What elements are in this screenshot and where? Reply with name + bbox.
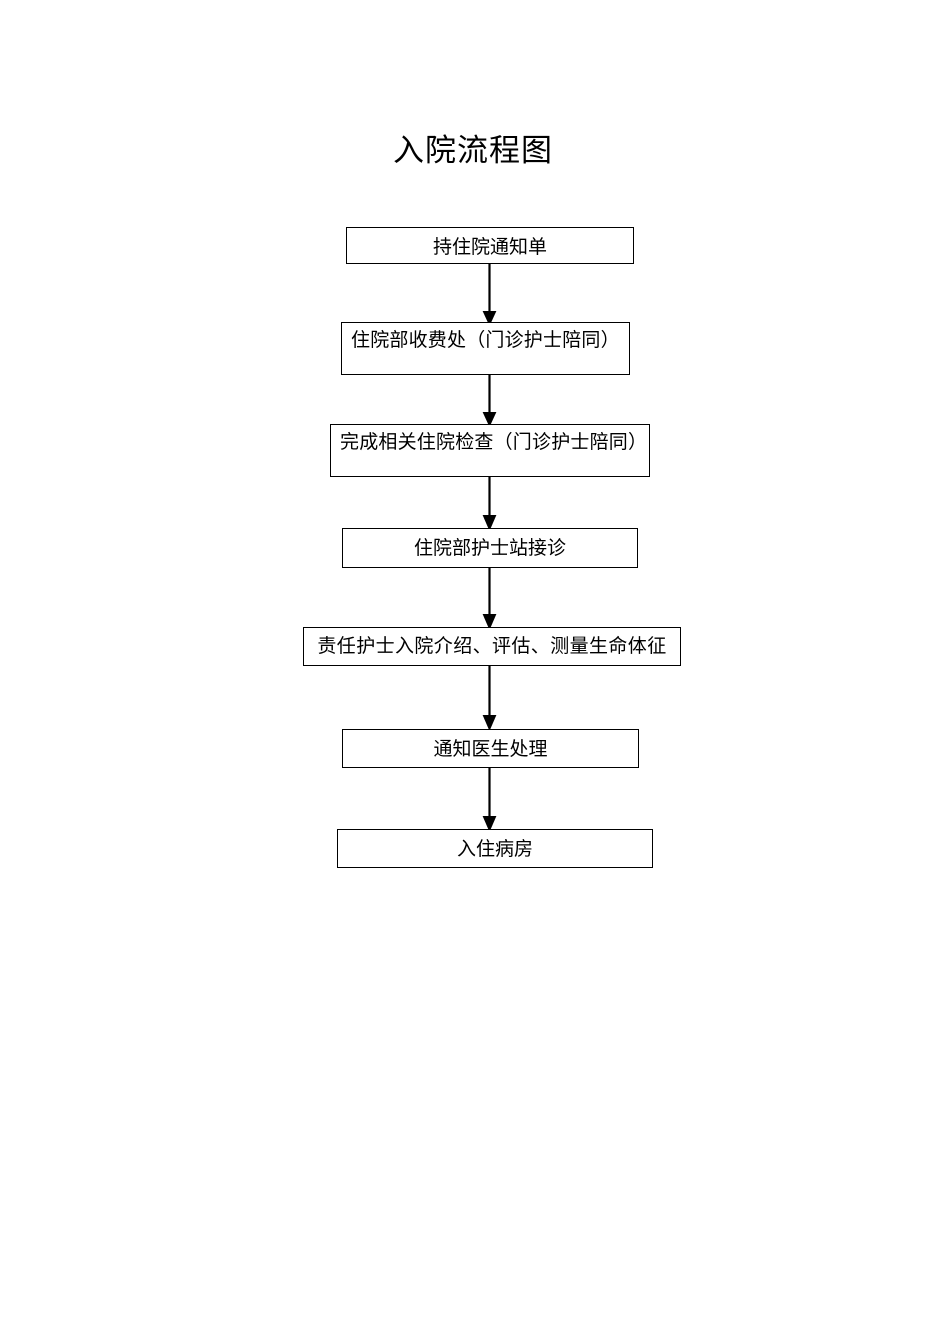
page-title: 入院流程图 xyxy=(0,128,950,174)
flow-node-label: 责任护士入院介绍、评估、测量生命体征 xyxy=(317,635,667,657)
flow-node-notify-doctor[interactable]: 通知医生处理 xyxy=(342,729,639,768)
flow-node-label: 通知医生处理 xyxy=(433,738,548,760)
flow-edge-4 xyxy=(479,563,501,633)
flow-node-inpatient-cashier[interactable]: 住院部收费处（门诊护士陪同） xyxy=(341,322,630,375)
flow-node-complete-exams[interactable]: 完成相关住院检查（门诊护士陪同） xyxy=(330,424,650,477)
flow-edge-5 xyxy=(479,661,501,734)
page-title-text: 入院流程图 xyxy=(393,133,553,169)
flow-node-label: 持住院通知单 xyxy=(432,236,547,258)
flow-node-hold-admission-notice[interactable]: 持住院通知单 xyxy=(346,227,634,264)
flow-node-label: 入住病房 xyxy=(456,838,533,860)
flow-edge-1 xyxy=(479,258,501,328)
flow-node-label: 住院部收费处（门诊护士陪同） xyxy=(351,329,620,351)
flow-node-label: 住院部护士站接诊 xyxy=(413,537,566,559)
flow-node-primary-nurse-orientation[interactable]: 责任护士入院介绍、评估、测量生命体征 xyxy=(303,627,681,666)
flow-node-nurse-station-reception[interactable]: 住院部护士站接诊 xyxy=(342,528,638,568)
flow-node-admit-to-ward[interactable]: 入住病房 xyxy=(337,829,653,868)
flow-node-label: 完成相关住院检查（门诊护士陪同） xyxy=(340,431,648,453)
flow-edge-6 xyxy=(479,763,501,835)
